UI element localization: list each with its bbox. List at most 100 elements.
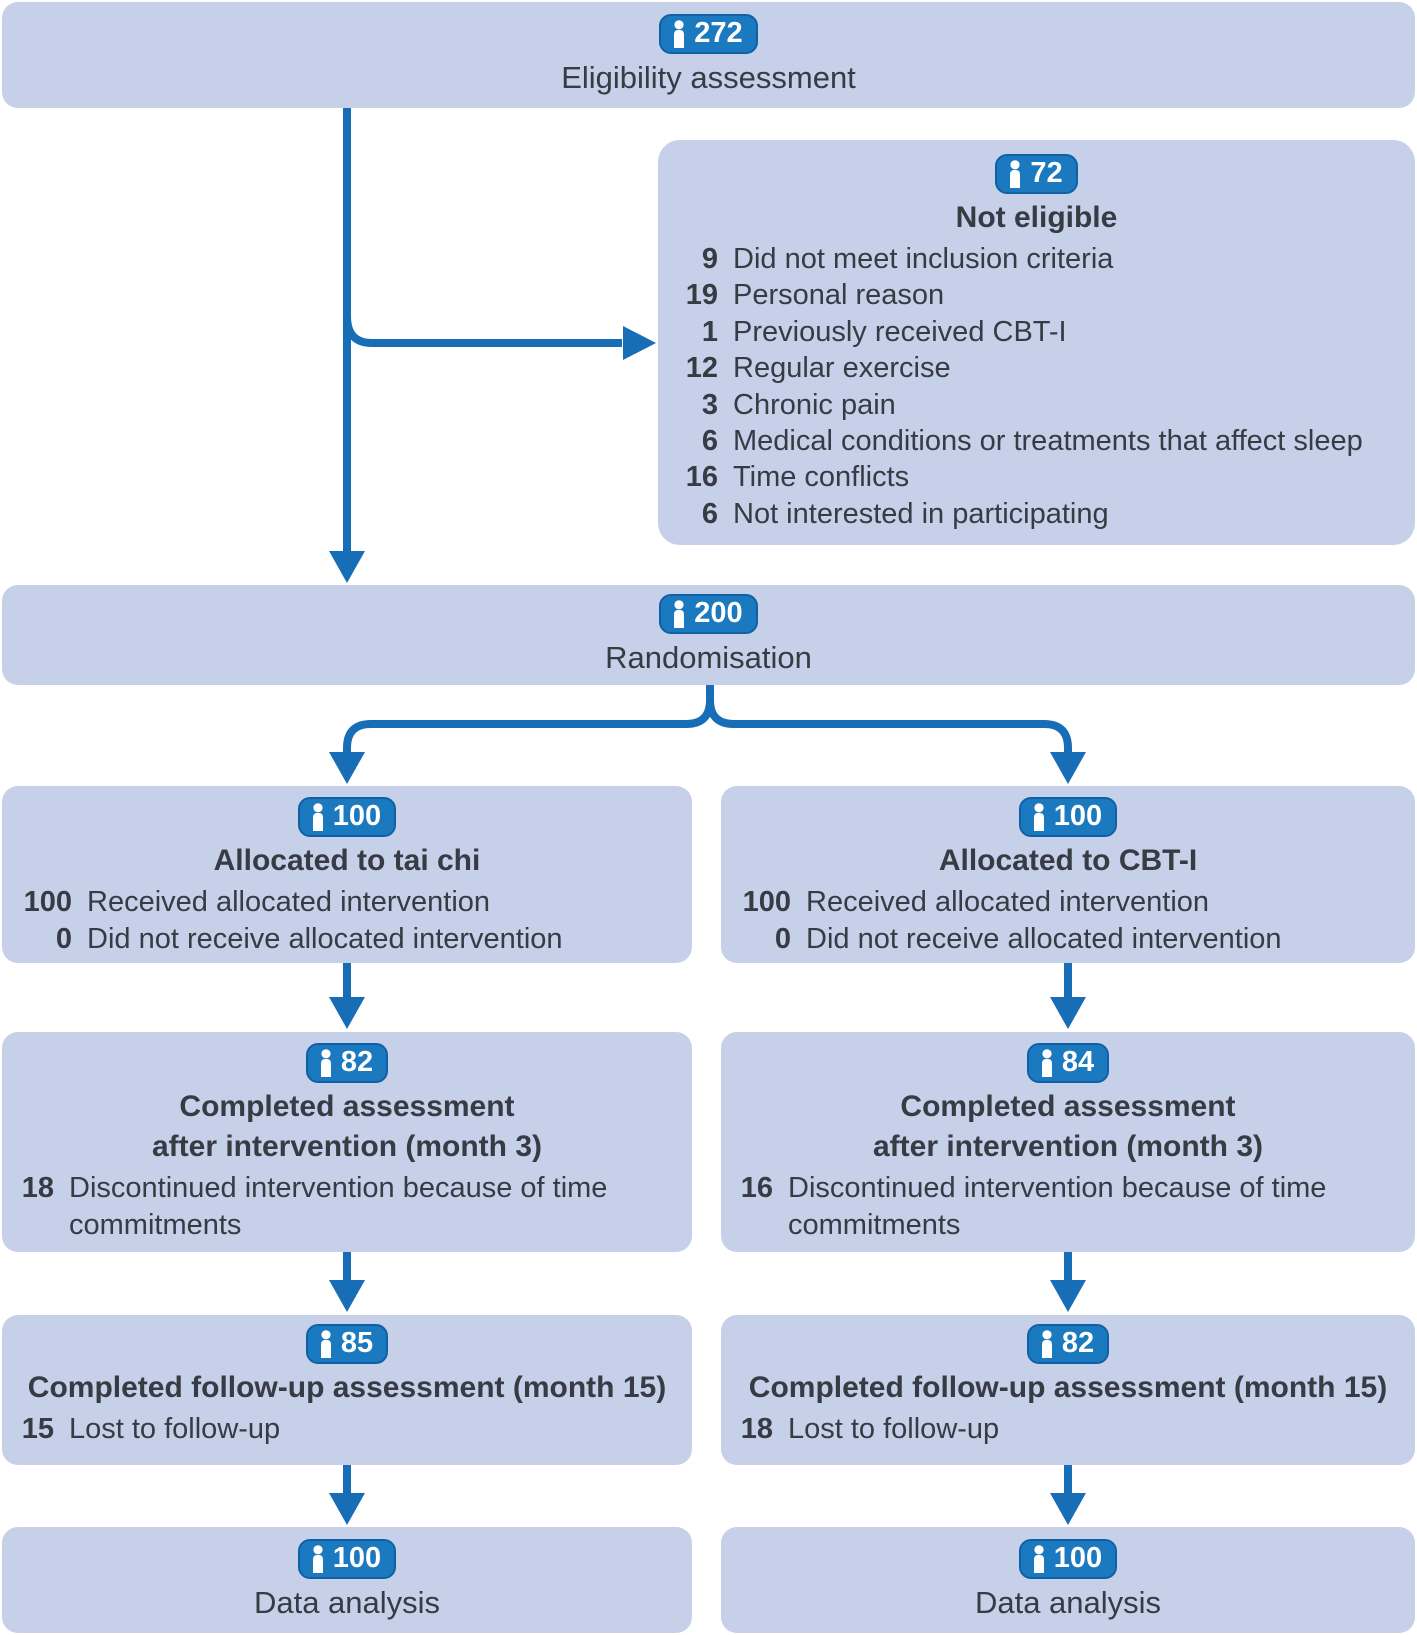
- data-analysis-label: Data analysis: [253, 1585, 441, 1621]
- item-count: 16: [740, 1172, 773, 1204]
- data-analysis-box-cbt-i: 100 Data analysis: [721, 1527, 1415, 1633]
- count-value: 84: [1061, 1046, 1095, 1078]
- month3-title: Completed assessment after intervention …: [873, 1087, 1263, 1167]
- count-value: 100: [332, 800, 382, 832]
- month3-box-cbt-i: 84 Completed assessment after interventi…: [721, 1032, 1415, 1252]
- item-label: Lost to follow-up: [69, 1413, 281, 1445]
- item-label: Received allocated intervention: [806, 886, 1210, 918]
- count-badge: 100: [1018, 797, 1118, 837]
- person-icon: [1041, 1048, 1052, 1077]
- count-badge: 82: [1026, 1324, 1110, 1364]
- allocation-title: Allocated to CBT-I: [938, 844, 1198, 877]
- item-count: 18: [21, 1172, 54, 1204]
- randomisation-box: 200 Randomisation: [2, 585, 1415, 685]
- item-label: Time conflicts: [733, 461, 910, 494]
- item-count: 0: [55, 923, 72, 955]
- item-label: Regular exercise: [733, 352, 951, 385]
- arrow-split-right: [706, 685, 1072, 753]
- month3-list: 18 Discontinued intervention because of t…: [2, 1167, 692, 1244]
- count-value: 200: [694, 597, 743, 630]
- month3-title-line1: Completed assessment: [179, 1090, 515, 1123]
- month3-title-line1: Completed assessment: [900, 1090, 1236, 1123]
- count-value: 82: [1061, 1327, 1095, 1359]
- item-label: Discontinued intervention because of tim…: [69, 1172, 608, 1241]
- count-badge: 100: [297, 797, 397, 837]
- count-value: 82: [340, 1046, 374, 1078]
- month3-title-line2: after intervention (month 3): [872, 1130, 1263, 1163]
- list-item: 16 Time conflicts: [666, 459, 1405, 495]
- person-icon: [320, 1329, 331, 1358]
- person-icon: [1033, 802, 1044, 831]
- item-label: Received allocated intervention: [87, 886, 491, 918]
- item-label: Personal reason: [733, 279, 945, 312]
- count-badge: 85: [305, 1324, 389, 1364]
- person-icon: [1010, 159, 1021, 188]
- count-value: 100: [1053, 800, 1103, 832]
- arrow-branch-not-eligible: [343, 315, 622, 347]
- item-label: Lost to follow-up: [788, 1413, 1000, 1445]
- item-count: 6: [701, 425, 718, 458]
- list-item: 15 Lost to follow-up: [10, 1411, 682, 1448]
- followup-title: Completed follow-up assessment (month 15…: [748, 1371, 1388, 1404]
- person-icon: [674, 599, 685, 628]
- item-count: 16: [685, 461, 718, 494]
- item-count: 6: [701, 497, 718, 530]
- count-value: 272: [694, 17, 743, 50]
- arrow-split-left: [343, 685, 714, 753]
- list-item: 1 Previously received CBT-I: [666, 314, 1405, 350]
- data-analysis-box-tai-chi: 100 Data analysis: [2, 1527, 692, 1633]
- count-badge: 72: [995, 154, 1078, 194]
- person-icon: [1041, 1329, 1052, 1358]
- item-count: 9: [701, 243, 718, 275]
- count-badge: 100: [1018, 1539, 1118, 1580]
- count-badge: 200: [659, 594, 758, 635]
- list-item: 0 Did not receive allocated intervention: [10, 921, 682, 958]
- person-icon: [312, 1544, 323, 1573]
- not-eligible-title: Not eligible: [955, 201, 1118, 234]
- eligibility-label: Eligibility assessment: [561, 60, 856, 96]
- month3-title: Completed assessment after intervention …: [152, 1087, 542, 1167]
- item-label: Previously received CBT-I: [733, 315, 1067, 348]
- month3-title-line2: after intervention (month 3): [151, 1130, 542, 1163]
- item-count: 12: [685, 352, 718, 385]
- count-badge: 82: [305, 1043, 389, 1083]
- person-icon: [320, 1048, 331, 1077]
- list-item: 18 Lost to follow-up: [729, 1411, 1405, 1448]
- item-label: Did not receive allocated intervention: [806, 923, 1282, 955]
- list-item: 6 Medical conditions or treatments that a…: [666, 423, 1405, 459]
- item-label: Chronic pain: [733, 388, 896, 421]
- allocation-title: Allocated to tai chi: [213, 844, 481, 877]
- item-count: 1: [701, 315, 718, 348]
- item-count: 18: [740, 1413, 773, 1445]
- count-value: 100: [1053, 1542, 1103, 1575]
- item-label: Did not receive allocated intervention: [87, 923, 563, 955]
- count-value: 100: [332, 1542, 382, 1575]
- item-label: Medical conditions or treatments that af…: [733, 425, 1363, 458]
- list-item: 0 Did not receive allocated intervention: [729, 921, 1405, 958]
- list-item: 12 Regular exercise: [666, 350, 1405, 386]
- item-count: 0: [774, 923, 791, 955]
- person-icon: [1033, 1544, 1044, 1573]
- count-badge: 272: [659, 14, 758, 55]
- data-analysis-label: Data analysis: [974, 1585, 1162, 1621]
- count-badge: 100: [297, 1539, 397, 1580]
- item-label: Not interested in participating: [733, 497, 1109, 530]
- list-item: 18 Discontinued intervention because of t…: [10, 1170, 682, 1244]
- item-count: 19: [685, 279, 718, 312]
- list-item: 19 Personal reason: [666, 277, 1405, 313]
- count-value: 72: [1030, 157, 1063, 189]
- followup-title: Completed follow-up assessment (month 15…: [27, 1371, 667, 1404]
- item-count: 15: [21, 1413, 54, 1445]
- count-badge: 84: [1026, 1043, 1110, 1083]
- followup-list: 18 Lost to follow-up: [721, 1408, 1415, 1448]
